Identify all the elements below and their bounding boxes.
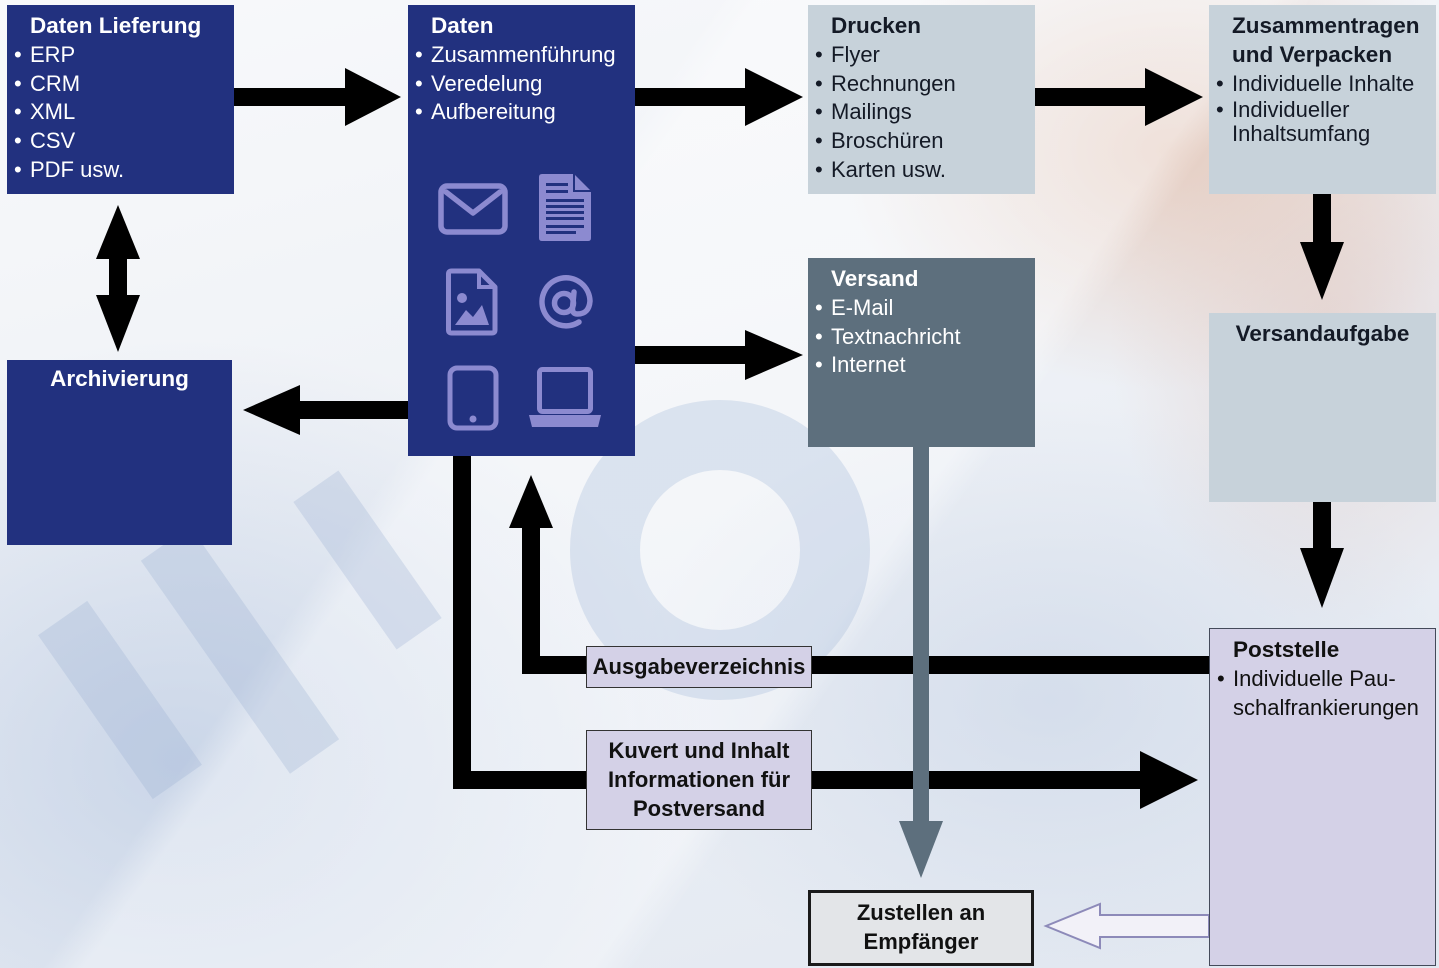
arrow-zusammentragen-to-versandaufgabe xyxy=(1300,194,1344,300)
box-title: Daten xyxy=(431,13,494,38)
arrow-versand-to-zustellen xyxy=(899,447,943,878)
arrow-shaft xyxy=(1313,502,1331,549)
box-title: Poststelle xyxy=(1233,637,1340,662)
list-item: Internet xyxy=(815,351,1029,380)
label-line: Informationen für xyxy=(607,767,791,792)
list-item: Rechnungen xyxy=(815,70,1029,99)
arrow-daten-to-archivierung xyxy=(243,385,408,435)
list-item: CRM xyxy=(14,70,228,99)
box-daten-lieferung: Daten Lieferung ERP CRM XML CSV PDF usw. xyxy=(7,5,234,194)
arrow-shaft xyxy=(109,257,127,297)
arrow-shaft xyxy=(913,447,929,822)
arrow-shaft xyxy=(299,401,408,419)
document-icon xyxy=(539,174,591,241)
list-item-line: schalfrankierungen xyxy=(1233,694,1419,720)
arrow-daten-lieferung-archivierung-bidirectional xyxy=(96,205,140,352)
arrow-head xyxy=(1140,751,1198,809)
arrow-daten-to-versand xyxy=(635,330,803,380)
box-title: Archivierung xyxy=(50,366,189,391)
box-title-line: Empfänger xyxy=(863,929,979,954)
arrow-versandaufgabe-to-poststelle xyxy=(1300,502,1344,608)
arrow-daten-to-drucken xyxy=(635,68,803,126)
arrow-head xyxy=(899,821,943,878)
list-item: Zusammenführung xyxy=(415,41,629,70)
label-ausgabeverzeichnis: Ausgabeverzeichnis xyxy=(586,646,812,688)
box-item-list: Individuelle Inhalte Individueller Inhal… xyxy=(1216,70,1430,147)
label-line: Kuvert und Inhalt xyxy=(608,738,790,763)
box-item-list: E-Mail Textnachricht Internet xyxy=(815,294,1029,380)
box-item-list: Flyer Rechnungen Mailings Broschüren Kar… xyxy=(815,41,1029,185)
box-archivierung: Archivierung xyxy=(7,360,232,545)
box-versand: Versand E-Mail Textnachricht Internet xyxy=(808,258,1035,447)
arrow-poststelle-to-daten xyxy=(509,475,1209,674)
list-item: Mailings xyxy=(815,98,1029,127)
box-title: Daten Lieferung xyxy=(30,13,202,38)
arrow-head xyxy=(1300,242,1344,300)
box-title: Zusammentragen und Verpacken xyxy=(1232,13,1420,67)
arrow-head xyxy=(345,68,401,126)
arrow-head xyxy=(1300,548,1344,608)
arrow-poststelle-to-zustellen xyxy=(1043,902,1210,950)
box-item-list: Individuelle Pau- schalfrankierungen xyxy=(1217,665,1429,723)
arrow-head xyxy=(1145,68,1203,126)
list-item: CSV xyxy=(14,127,228,156)
box-zusammentragen-und-verpacken: Zusammentragen und Verpacken Individuell… xyxy=(1209,5,1436,194)
box-item-list: ERP CRM XML CSV PDF usw. xyxy=(14,41,228,185)
list-item: Karten usw. xyxy=(815,156,1029,185)
arrow-daten-to-poststelle xyxy=(453,456,1198,809)
box-title: Versandaufgabe xyxy=(1235,321,1410,346)
list-item-line: Individuelle Pau- xyxy=(1233,665,1396,691)
box-item-list: Zusammenführung Veredelung Aufbereitung xyxy=(415,41,629,127)
arrow-head-down xyxy=(96,295,140,352)
arrow-drucken-to-zusammentragen xyxy=(1035,68,1203,126)
box-daten: Daten Zusammenführung Veredelung Aufbere… xyxy=(408,5,635,456)
list-item: E-Mail xyxy=(815,294,1029,323)
arrow-shaft-vertical xyxy=(453,456,471,789)
tablet-icon xyxy=(447,365,499,431)
list-item: Individuelle Inhalte xyxy=(1216,70,1430,99)
arrow-shaft xyxy=(1313,194,1331,243)
arrow-shaft xyxy=(635,346,746,364)
at-sign-icon xyxy=(539,275,593,329)
list-item: Veredelung xyxy=(415,70,629,99)
arrow-head xyxy=(745,330,803,380)
box-versandaufgabe: Versandaufgabe xyxy=(1209,313,1436,502)
arrow-shaft xyxy=(635,88,746,106)
box-title-line: Zustellen an xyxy=(856,900,986,925)
list-item: Aufbereitung xyxy=(415,98,629,127)
arrow-head-up xyxy=(96,205,140,259)
box-drucken: Drucken Flyer Rechnungen Mailings Brosch… xyxy=(808,5,1035,194)
hollow-arrow xyxy=(1043,902,1210,950)
list-item: Flyer xyxy=(815,41,1029,70)
box-title: Versand xyxy=(831,266,919,291)
label-line: Postversand xyxy=(632,796,766,821)
arrow-head xyxy=(509,475,553,528)
envelope-icon xyxy=(438,183,508,235)
list-item: Individuelle Pau- schalfrankierungen xyxy=(1217,665,1429,723)
list-item: Textnachricht xyxy=(815,323,1029,352)
arrow-head xyxy=(243,385,300,435)
arrow-shaft xyxy=(234,88,346,106)
list-item: PDF usw. xyxy=(14,156,228,185)
arrow-daten-lieferung-to-daten xyxy=(234,68,401,126)
arrow-head xyxy=(745,68,803,126)
laptop-icon xyxy=(529,367,601,427)
label-kuvert-und-inhalt: Kuvert und Inhalt Informationen für Post… xyxy=(586,730,812,830)
image-file-icon xyxy=(446,268,498,336)
list-item: Broschüren xyxy=(815,127,1029,156)
arrow-shaft xyxy=(1035,88,1146,106)
list-item: Individueller Inhaltsumfang xyxy=(1216,98,1430,146)
box-title: Drucken xyxy=(831,13,922,38)
box-poststelle: Poststelle Individuelle Pau- schalfranki… xyxy=(1209,628,1436,966)
box-zustellen-an-empfaenger: Zustellen an Empfänger xyxy=(808,890,1034,966)
list-item: XML xyxy=(14,98,228,127)
arrow-shaft-vertical xyxy=(522,527,540,674)
list-item: ERP xyxy=(14,41,228,70)
